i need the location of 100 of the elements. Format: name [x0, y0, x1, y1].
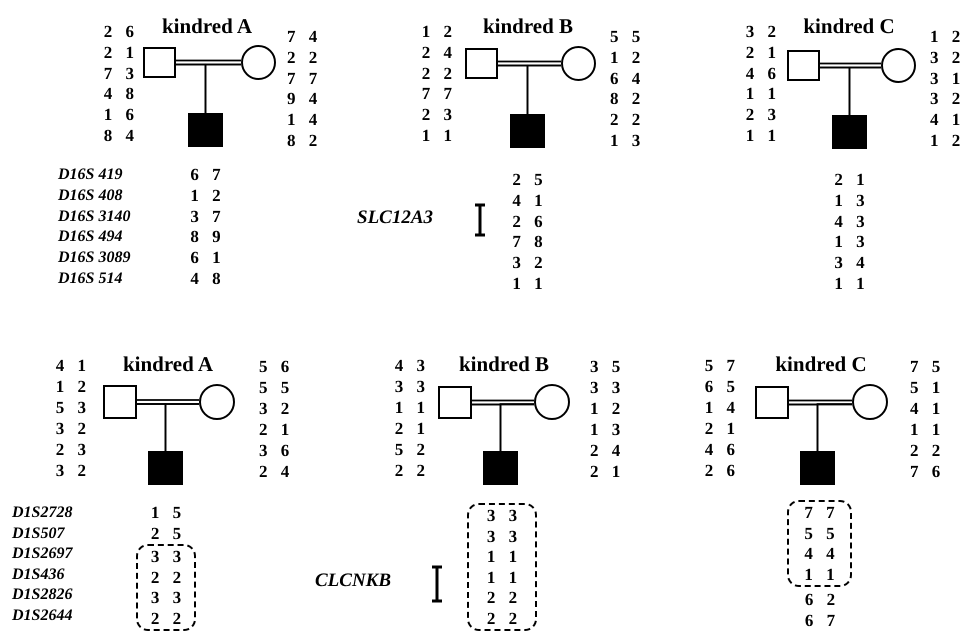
allele-pair: 1 2 — [190, 186, 221, 207]
allele-pair: 2 2 — [486, 588, 518, 608]
allele-pair: 2 4 — [259, 461, 290, 482]
descent-line — [164, 403, 199, 451]
allele-pair: 7 3 — [104, 64, 134, 84]
allele-pair: 2 4 — [590, 440, 620, 461]
allele-pair: 5 5 — [803, 524, 836, 544]
allele-pair: 3 3 — [150, 588, 182, 608]
allele-pair: 1 2 — [422, 22, 452, 43]
allele-pair: 1 3 — [610, 130, 640, 152]
kindred-title: kindred A — [122, 352, 214, 376]
kindred-title: kindred A — [162, 14, 252, 38]
allele-pair: 7 4 — [287, 27, 318, 48]
descent-line — [816, 403, 852, 451]
allele-pair: 3 2 — [930, 48, 960, 69]
dashed-haplotype-box — [787, 500, 852, 587]
allele-pair: 7 7 — [422, 84, 452, 106]
allele-pair: 6 2 — [804, 590, 836, 610]
square-symbol — [438, 386, 472, 419]
marker-name: D1S2644 — [12, 606, 72, 626]
allele-pair: 4 8 — [190, 268, 221, 290]
marker-name: D16S 419 — [58, 165, 122, 185]
descent-line — [526, 64, 561, 114]
allele-pair: 2 2 — [422, 64, 452, 84]
allele-pair: 1 4 — [287, 110, 318, 131]
filled-square-symbol — [800, 451, 835, 485]
allele-pair: 5 5 — [259, 377, 290, 398]
allele-pair: 3 5 — [590, 356, 620, 377]
allele-pair: 1 1 — [512, 274, 543, 295]
allele-pair: 2 1 — [104, 42, 134, 64]
allele-pair: 1 6 — [104, 105, 134, 126]
allele-pair: 9 4 — [287, 89, 318, 110]
allele-pair: 2 4 — [422, 42, 452, 64]
allele-pair: 2 1 — [704, 418, 735, 439]
allele-pair: 2 1 — [834, 170, 865, 191]
allele-pair: 1 3 — [590, 419, 620, 440]
marker-name: D16S 3089 — [58, 248, 130, 268]
allele-pair: 1 1 — [746, 126, 776, 147]
allele-pair: 1 2 — [590, 398, 620, 419]
allele-pair: 1 1 — [910, 419, 940, 440]
allele-pair: 4 3 — [834, 212, 865, 232]
double-line — [788, 400, 853, 406]
square-symbol — [143, 47, 176, 78]
marker-name: D1S436 — [12, 564, 64, 584]
allele-pair: 5 3 — [56, 397, 86, 418]
allele-pair: 2 2 — [150, 608, 182, 629]
allele-pair: 6 5 — [704, 376, 735, 397]
circle-symbol — [852, 384, 888, 420]
allele-pair: 3 3 — [394, 376, 425, 397]
allele-pair: 3 3 — [486, 526, 518, 547]
allele-pair: 7 7 — [287, 68, 318, 90]
filled-square-symbol — [832, 115, 867, 149]
allele-pair: 3 3 — [150, 547, 182, 568]
allele-pair: 3 4 — [834, 253, 865, 274]
allele-pair: 5 5 — [610, 27, 640, 48]
allele-pair: 6 1 — [190, 248, 221, 269]
allele-pair: 3 1 — [930, 68, 960, 90]
marker-name: D1S507 — [12, 524, 64, 544]
allele-pair: 3 2 — [746, 22, 776, 43]
circle-symbol — [561, 46, 596, 81]
allele-pair: 3 2 — [259, 398, 290, 419]
allele-pair: 5 2 — [394, 439, 425, 460]
allele-pair: 3 3 — [486, 506, 518, 526]
filled-square-symbol — [510, 114, 545, 148]
allele-pair: 4 6 — [746, 64, 776, 84]
allele-pair: 1 1 — [486, 547, 518, 568]
allele-pair: 3 2 — [56, 418, 86, 439]
allele-pair: 2 1 — [746, 42, 776, 64]
allele-pair: 2 2 — [486, 608, 518, 629]
allele-pair: 1 5 — [150, 503, 182, 524]
allele-pair: 7 8 — [512, 232, 543, 254]
allele-pair: 2 1 — [259, 419, 290, 440]
allele-pair: 4 1 — [56, 355, 86, 376]
double-line — [471, 400, 535, 406]
circle-symbol — [534, 384, 570, 420]
allele-pair: 3 2 — [930, 89, 960, 110]
allele-pair: 3 2 — [56, 460, 86, 481]
kindred-title: kindred B — [482, 14, 574, 38]
kindred-title: kindred C — [803, 14, 895, 38]
allele-pair: 7 7 — [803, 503, 836, 524]
allele-pair: 1 2 — [930, 27, 960, 48]
allele-pair: 8 9 — [190, 227, 221, 248]
circle-symbol — [241, 45, 276, 80]
allele-pair: 6 7 — [804, 610, 836, 631]
descent-line — [848, 66, 881, 115]
allele-pair: 3 7 — [190, 206, 221, 228]
allele-pair: 8 2 — [287, 130, 318, 152]
allele-pair: 5 1 — [910, 377, 940, 398]
allele-pair: 5 6 — [259, 356, 290, 377]
circle-symbol — [199, 384, 235, 420]
allele-pair: 2 5 — [150, 524, 182, 544]
allele-pair: 2 3 — [422, 105, 452, 126]
allele-pair: 2 6 — [512, 212, 543, 232]
dashed-haplotype-box — [136, 544, 196, 631]
allele-pair: 4 3 — [394, 355, 425, 376]
dashed-haplotype-box — [467, 503, 537, 631]
allele-pair: 1 1 — [394, 397, 425, 418]
kindred-title: kindred C — [775, 352, 867, 376]
allele-pair: 3 2 — [512, 253, 543, 274]
marker-name: D1S2826 — [12, 585, 72, 605]
